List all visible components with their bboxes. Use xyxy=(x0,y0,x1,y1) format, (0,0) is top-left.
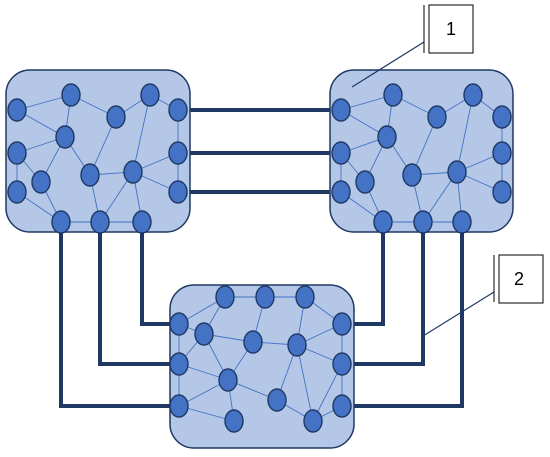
node xyxy=(383,83,403,107)
node xyxy=(169,394,189,418)
node xyxy=(194,322,214,346)
node xyxy=(80,163,100,187)
node xyxy=(427,105,447,129)
node xyxy=(55,125,75,149)
node xyxy=(332,352,352,376)
link-right-bottom-inner xyxy=(342,222,385,326)
node xyxy=(31,170,51,194)
cluster-top-left xyxy=(5,69,191,233)
node xyxy=(377,125,397,149)
node xyxy=(215,285,235,309)
node xyxy=(402,163,422,187)
node xyxy=(168,141,188,165)
node xyxy=(463,83,483,107)
cluster-bottom-graph xyxy=(169,285,352,433)
node xyxy=(169,312,189,336)
link-right-bottom-middle xyxy=(342,222,425,366)
callout-1-box xyxy=(428,4,474,54)
node xyxy=(7,141,27,165)
callout-1-leader xyxy=(351,41,425,88)
node xyxy=(132,210,152,234)
link-left-bottom-inner xyxy=(140,222,178,326)
node xyxy=(140,83,160,107)
node xyxy=(90,210,110,234)
cluster-top-left-graph xyxy=(7,83,188,234)
node xyxy=(51,210,71,234)
node xyxy=(331,98,351,122)
node xyxy=(61,83,81,107)
node xyxy=(7,98,27,122)
callout-2-label: 2 xyxy=(514,269,524,289)
node xyxy=(287,333,307,357)
node xyxy=(332,394,352,418)
edge xyxy=(296,344,314,422)
node xyxy=(373,210,393,234)
node xyxy=(168,180,188,204)
node xyxy=(106,105,126,129)
node xyxy=(123,160,143,184)
node xyxy=(168,98,188,122)
callout-2: 2 xyxy=(422,254,544,337)
link-left-bottom-middle xyxy=(98,222,178,366)
link-left-bottom-outer xyxy=(59,222,178,408)
node xyxy=(303,409,323,433)
node xyxy=(169,352,189,376)
node xyxy=(492,141,512,165)
node xyxy=(355,170,375,194)
link-right-bottom-outer xyxy=(342,222,464,408)
node xyxy=(331,141,351,165)
node xyxy=(255,285,275,309)
callout-2-leader xyxy=(422,291,495,337)
callout-1: 1 xyxy=(351,4,474,88)
node xyxy=(331,180,351,204)
cluster-top-right xyxy=(329,69,514,233)
node xyxy=(492,105,512,129)
cluster-top-right-graph xyxy=(331,83,512,234)
node xyxy=(447,160,467,184)
node xyxy=(492,180,512,204)
node xyxy=(332,312,352,336)
edge xyxy=(132,94,151,173)
node xyxy=(267,388,287,412)
edge xyxy=(456,94,474,173)
node xyxy=(452,210,472,234)
inter-cluster-links xyxy=(59,108,464,408)
node xyxy=(218,368,238,392)
callout-2-box xyxy=(498,254,544,304)
node xyxy=(243,330,263,354)
callout-1-label: 1 xyxy=(446,19,456,39)
node xyxy=(224,409,244,433)
node xyxy=(7,180,27,204)
node xyxy=(413,210,433,234)
node xyxy=(295,285,315,309)
